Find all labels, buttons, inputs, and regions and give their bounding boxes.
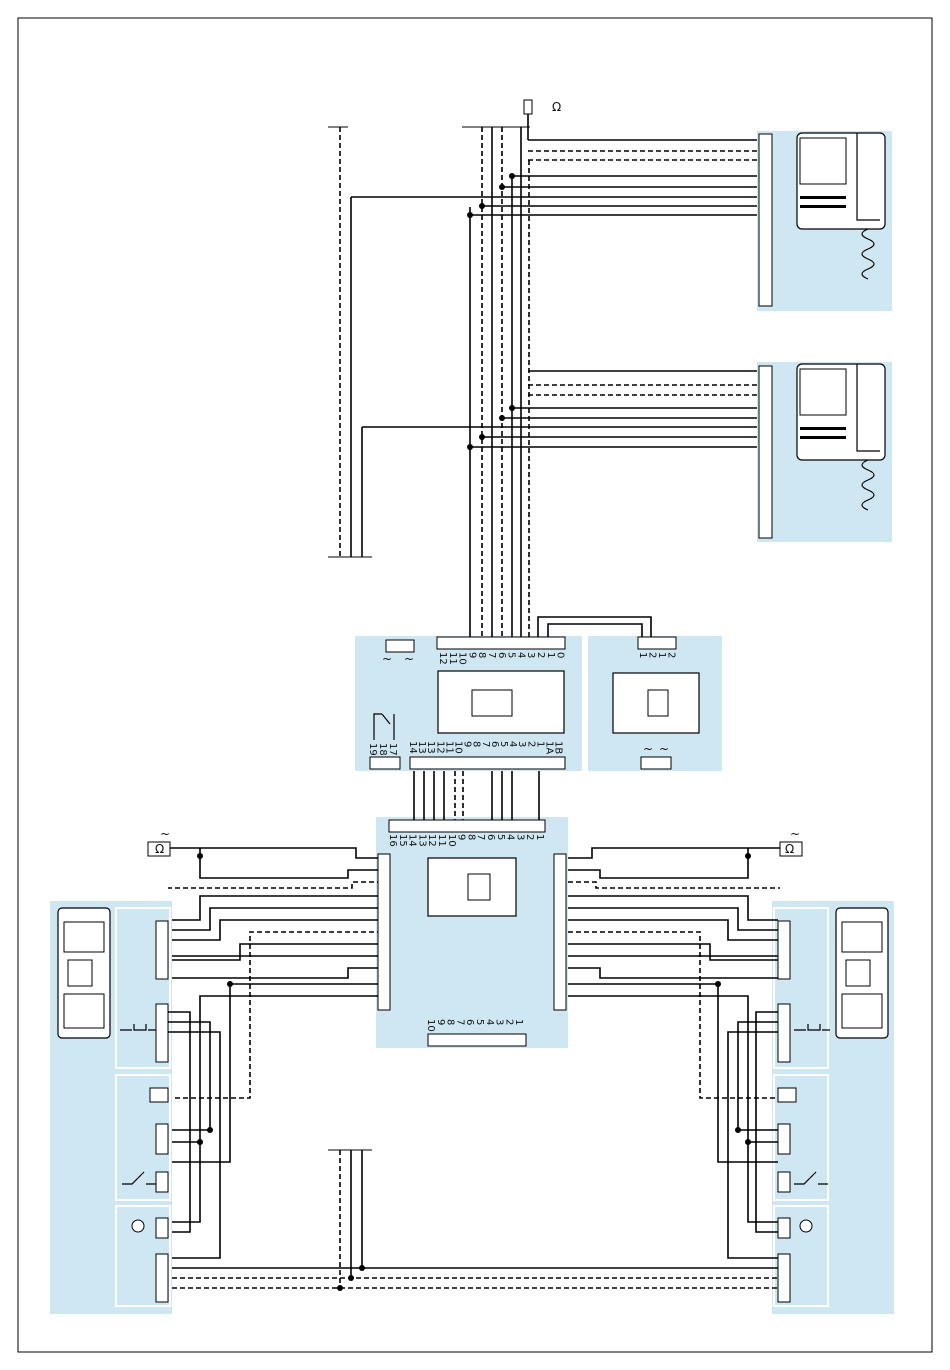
terminal-label: 1B <box>553 741 564 754</box>
terminal-label: 8 <box>476 652 487 658</box>
terminal-label: 16 <box>387 834 398 847</box>
terminal-label: 10 <box>425 1019 436 1032</box>
left-strip-f <box>156 1254 168 1302</box>
terminal-label: 1 <box>637 652 648 658</box>
terminal-label: 7 <box>486 652 497 658</box>
terminal-label: 5 <box>474 1019 485 1025</box>
switcher-left-strip <box>378 854 390 1010</box>
terminal-label: 4 <box>484 1019 495 1025</box>
left-lock-ac-label: ~ <box>160 827 170 841</box>
terminal-label: 8 <box>445 1019 456 1025</box>
switcher-bottom-strip <box>428 1034 526 1046</box>
switcher-top-strip <box>389 820 545 832</box>
terminal-label: 19 <box>367 743 378 756</box>
left-lamp-symbol <box>132 1220 144 1232</box>
right-lock-ohm-label: Ω <box>785 842 794 856</box>
terminal-label: 7 <box>475 834 486 840</box>
terminal-label: 6 <box>485 834 496 840</box>
terminal-label: 10 <box>446 834 457 847</box>
terminal-label: 12 <box>426 834 437 847</box>
right-lamp-symbol <box>800 1220 812 1232</box>
terminal-label: 12 <box>437 652 448 665</box>
terminal-strip-handset-1 <box>759 134 772 306</box>
terminal-label: 4 <box>505 834 516 840</box>
terminal-label: 9 <box>435 1019 446 1025</box>
terminal-label: 1 <box>656 652 667 658</box>
terminal-label: 9 <box>466 652 477 658</box>
ps-ac-terminal <box>386 640 414 652</box>
terminal-label: 2 <box>647 652 658 658</box>
terminal-label: 5 <box>506 652 517 658</box>
left-strip-d <box>156 1172 168 1192</box>
aux-ac-label-right: ~ <box>659 742 669 756</box>
terminal-label: 11 <box>436 834 447 847</box>
relay-strip <box>370 757 400 769</box>
right-strip-e <box>778 1218 790 1238</box>
terminal-label: 1 <box>513 1019 524 1025</box>
terminal-label: 1 <box>534 834 545 840</box>
resistor-ohm-label: Ω <box>552 100 561 114</box>
left-junction-box <box>150 1088 168 1102</box>
right-strip-d <box>778 1172 790 1192</box>
aux-ac-terminal <box>641 757 671 769</box>
terminal-strip-handset-2 <box>759 366 772 538</box>
aux-ac-label-left: ~ <box>643 742 653 756</box>
left-strip-e <box>156 1218 168 1238</box>
right-strip-c <box>778 1124 790 1154</box>
screen-2 <box>800 369 846 415</box>
terminal-label: 0 <box>555 652 566 658</box>
screen-1 <box>800 138 846 184</box>
terminal-label: 1 <box>545 652 556 658</box>
ps-ac-label-left: ~ <box>382 652 392 666</box>
terminal-label: 14 <box>407 834 418 847</box>
switcher-panel <box>376 817 568 1048</box>
right-lock-ac-label: ~ <box>790 827 800 841</box>
terminal-label: 10 <box>457 652 468 665</box>
terminal-label: 17 <box>387 743 398 756</box>
terminal-label: 13 <box>416 834 427 847</box>
terminal-label: 11 <box>447 652 458 665</box>
terminal-label: 8 <box>465 834 476 840</box>
terminal-label: 4 <box>515 652 526 658</box>
terminal-label: 9 <box>456 834 467 840</box>
terminal-label: 2 <box>666 652 677 658</box>
right-strip-a <box>778 921 790 979</box>
ps-ac-label-right: ~ <box>404 652 414 666</box>
left-strip-c <box>156 1124 168 1154</box>
ps-top-strip <box>437 637 565 649</box>
terminal-label: 6 <box>464 1019 475 1025</box>
terminal-label: 3 <box>494 1019 505 1025</box>
ps-bottom-strip <box>410 757 565 769</box>
aux-top-strip <box>638 637 676 649</box>
left-strip-b <box>156 1004 168 1062</box>
terminal-label: 3 <box>514 834 525 840</box>
terminal-label: 15 <box>397 834 408 847</box>
terminal-label: 18 <box>377 743 388 756</box>
terminal-label: 2 <box>524 834 535 840</box>
left-strip-a <box>156 921 168 979</box>
switcher-right-strip <box>554 854 566 1010</box>
terminal-label: 3 <box>525 652 536 658</box>
terminal-label: 2 <box>535 652 546 658</box>
terminal-label: 5 <box>495 834 506 840</box>
right-strip-b <box>778 1004 790 1062</box>
terminal-label: 7 <box>454 1019 465 1025</box>
relay-terminal-labels: 191817 <box>367 743 398 756</box>
right-strip-f <box>778 1254 790 1302</box>
terminal-label: 2 <box>503 1019 514 1025</box>
left-lock-ohm-label: Ω <box>155 842 164 856</box>
resistor <box>524 100 532 114</box>
right-junction-box <box>778 1088 796 1102</box>
